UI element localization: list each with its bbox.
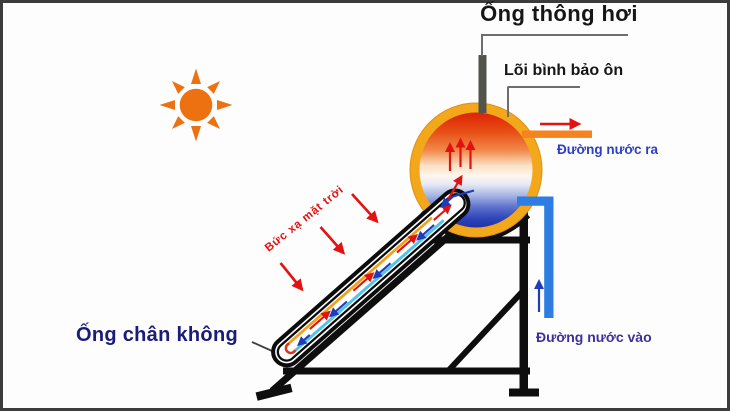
label-vent-pipe: Ống thông hơi [480,1,638,26]
frame-diagonal-leg [269,217,470,394]
frame-left-foot [255,383,293,401]
label-tank-core: Lõi bình bảo ôn [504,62,624,79]
tube-hot-flow-arrows [309,204,452,330]
leader-lines [481,34,628,117]
solar-radiation-arrows [279,193,379,292]
sun-icon [159,68,233,142]
label-water-outlet: Đường nước ra [557,142,659,157]
tube-cold-flow-arrows [297,224,435,347]
inlet-pipe [517,196,554,318]
frame-post [519,209,528,392]
vent-pipe [478,55,487,113]
vacuum-tube [271,188,471,368]
outlet-pipe [522,130,592,138]
tube-cold-stripe [292,219,445,354]
tank-cold-descend-arrow [439,189,475,208]
frame-right-foot [509,388,539,397]
tube-hot-stripe [285,217,433,347]
tube-end-uturn [284,342,297,355]
frame-bottom-bar [283,367,530,375]
frame-brace [446,289,525,373]
label-vacuum-tube: Ống chân không [76,324,238,346]
label-water-inlet: Đường nước vào [536,329,652,345]
